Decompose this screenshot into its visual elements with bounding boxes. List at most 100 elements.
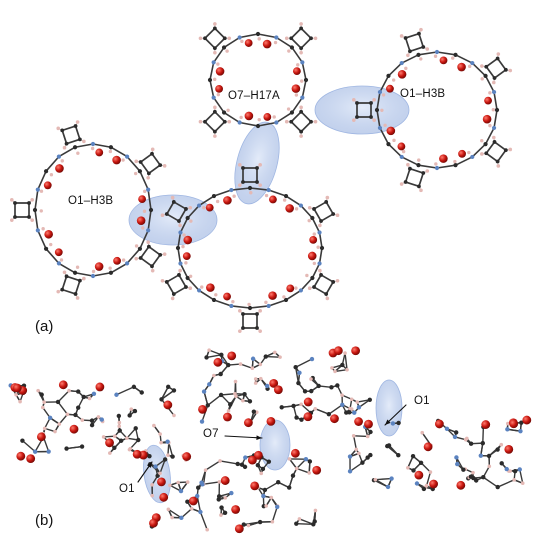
carbon-atom [365, 455, 369, 459]
carbon-atom [416, 163, 420, 167]
hbond-label-o1-h3b-left: O1–H3B [68, 195, 113, 207]
oxygen-atom [522, 416, 531, 425]
hydrogen-atom [259, 377, 263, 381]
carbon-atom [417, 184, 421, 188]
carbon-atom [276, 480, 280, 484]
backbone-bond [286, 290, 301, 300]
hydrogen-atom [50, 173, 53, 176]
carbon-atom [327, 412, 331, 416]
hydrogen-atom [226, 109, 229, 112]
hydrogen-atom [383, 124, 386, 127]
hydrogen-atom [326, 297, 330, 301]
nitrogen-atom [197, 203, 201, 207]
nitrogen-atom [505, 467, 509, 471]
hydrogen-atom [186, 480, 190, 484]
hydrogen-atom [199, 120, 203, 124]
carbon-atom [280, 405, 284, 409]
carbon-atom [258, 520, 262, 524]
backbone-bond [75, 273, 93, 276]
arrow-o7 [225, 436, 262, 438]
carbon-atom [139, 256, 143, 260]
hydrogen-atom [232, 195, 235, 198]
nitrogen-atom [479, 453, 483, 457]
oxygen-atom [95, 262, 104, 271]
oxygen-atom [364, 420, 373, 429]
cyclobutane-bond [141, 258, 152, 266]
hydrogen-atom [216, 200, 219, 203]
carbon-atom [421, 45, 425, 49]
cyclobutane-bond [67, 139, 80, 143]
nitrogen-atom [267, 188, 271, 192]
carbon-atom [147, 245, 151, 249]
backbone-bond [127, 249, 140, 264]
nitrogen-atom [261, 494, 265, 498]
carbon-atom [78, 279, 82, 283]
carbon-atom [304, 78, 308, 82]
hydrogen-atom [417, 158, 420, 161]
nitrogen-atom [125, 155, 129, 159]
hydrogen-atom [355, 448, 359, 452]
oxygen-atom [429, 480, 438, 489]
carbon-atom [267, 459, 271, 463]
carbon-atom [316, 384, 320, 388]
carbon-atom [312, 285, 316, 289]
oxygen-atom [113, 257, 121, 265]
carbon-atom [213, 110, 217, 114]
bond [204, 470, 206, 484]
hydrogen-atom [296, 63, 299, 66]
cyclobutane-bond [149, 165, 160, 173]
nitrogen-atom [317, 230, 321, 234]
cyclobutane-bond [486, 58, 497, 66]
carbon-atom [132, 385, 136, 389]
oxygen-atom [354, 417, 363, 426]
cyclobutane-bond [486, 153, 497, 161]
hydrogen-atom [318, 269, 322, 273]
oxygen-atom [504, 445, 513, 454]
carbon-atom [291, 473, 295, 477]
oxygen-atom [44, 230, 53, 239]
hbond-label-o7-h17a: O7–H17A [228, 90, 280, 102]
hydrogen-atom [352, 98, 356, 102]
hydrogen-atom [265, 194, 268, 197]
hydrogen-atom [488, 124, 491, 127]
hydrogen-atom [318, 224, 322, 228]
carbon-atom [299, 417, 303, 421]
oxygen-atom [424, 442, 433, 451]
nitrogen-atom [229, 491, 233, 495]
hydrogen-atom [425, 169, 429, 173]
hydrogen-atom [314, 36, 318, 40]
carbon-atom [150, 152, 154, 156]
carbon-atom [255, 166, 259, 170]
backbone-bond [93, 273, 111, 276]
carbon-atom [204, 355, 208, 359]
carbon-atom [368, 430, 372, 434]
oxygen-atom [163, 401, 172, 410]
carbon-atom [82, 395, 86, 399]
backbone-bond [111, 147, 127, 156]
hydrogen-atom [374, 478, 378, 482]
hydrogen-atom [227, 36, 231, 40]
carbon-atom [461, 468, 465, 472]
oxygen-atom [330, 414, 339, 423]
hydrogen-atom [467, 151, 470, 154]
oxygen-atom [309, 236, 317, 244]
bond [58, 391, 69, 402]
cyclobutane-bond [314, 209, 321, 221]
backbone-bond [320, 232, 322, 248]
cyclobutane-bond [205, 38, 215, 48]
backbone-bond [302, 62, 306, 80]
hydrogen-atom [480, 152, 484, 156]
hydrogen-atom [40, 209, 43, 212]
cyclobutane-bond [498, 150, 506, 161]
cyclobutane-bond [215, 28, 225, 38]
backbone-bond [214, 300, 231, 306]
carbon-atom [65, 274, 69, 278]
nitrogen-atom [445, 427, 449, 431]
carbon-atom [172, 292, 176, 296]
oxygen-atom [245, 39, 253, 47]
carbon-atom [411, 454, 415, 458]
carbon-atom [117, 414, 121, 418]
carbon-atom [308, 459, 312, 463]
carbon-atom [256, 463, 260, 467]
hydrogen-atom [313, 407, 317, 411]
